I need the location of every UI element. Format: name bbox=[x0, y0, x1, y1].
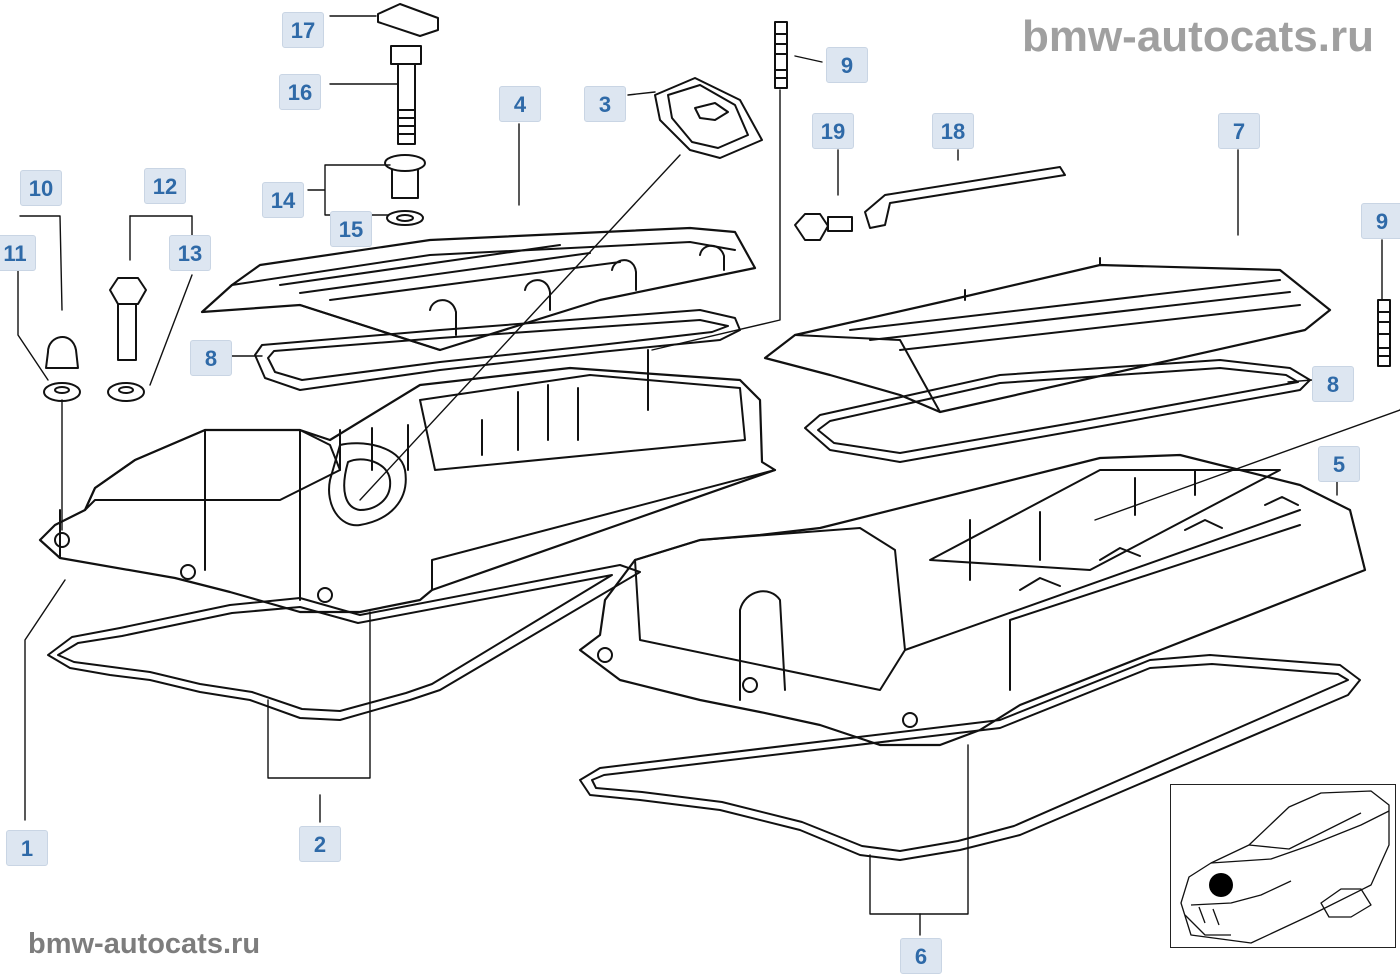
bolt-12 bbox=[107, 277, 147, 402]
right-cover-trim bbox=[763, 257, 1332, 414]
bracket-18 bbox=[864, 166, 1066, 229]
clip-17 bbox=[377, 3, 439, 37]
callout-12[interactable]: 12 bbox=[144, 168, 186, 204]
cap-nut bbox=[43, 336, 81, 402]
car-outline bbox=[1180, 790, 1390, 944]
callout-18[interactable]: 18 bbox=[932, 113, 974, 149]
callout-6[interactable]: 6 bbox=[900, 938, 942, 974]
stud-9-left bbox=[774, 21, 788, 89]
left-cover-trim bbox=[200, 226, 757, 352]
callout-15[interactable]: 15 bbox=[330, 211, 372, 247]
callout-1[interactable]: 1 bbox=[6, 830, 48, 866]
callout-8-right[interactable]: 8 bbox=[1312, 366, 1354, 402]
location-marker bbox=[1209, 873, 1233, 897]
right-lower-gasket bbox=[579, 654, 1361, 861]
callout-9-left[interactable]: 9 bbox=[826, 47, 868, 83]
callout-11[interactable]: 11 bbox=[0, 235, 36, 271]
callout-3[interactable]: 3 bbox=[584, 86, 626, 122]
car-location-inset bbox=[1170, 784, 1396, 948]
right-upper-gasket bbox=[804, 359, 1311, 463]
callout-13[interactable]: 13 bbox=[169, 235, 211, 271]
stud-9-right bbox=[1377, 299, 1391, 367]
bolt-16 bbox=[390, 45, 422, 145]
callout-10[interactable]: 10 bbox=[20, 170, 62, 206]
watermark-top: bmw-autocats.ru bbox=[1021, 12, 1374, 61]
callout-9-right[interactable]: 9 bbox=[1361, 203, 1400, 239]
callout-5[interactable]: 5 bbox=[1318, 446, 1360, 482]
oil-filler-cap bbox=[654, 77, 763, 159]
callout-14[interactable]: 14 bbox=[262, 182, 304, 218]
left-upper-gasket bbox=[254, 309, 741, 391]
callout-19[interactable]: 19 bbox=[812, 113, 854, 149]
callout-4[interactable]: 4 bbox=[499, 86, 541, 122]
callout-7[interactable]: 7 bbox=[1218, 113, 1260, 149]
left-valve-cover bbox=[38, 349, 777, 614]
bushing-14 bbox=[384, 154, 426, 226]
right-valve-cover bbox=[578, 453, 1367, 747]
left-lower-gasket bbox=[47, 564, 641, 721]
callout-16[interactable]: 16 bbox=[279, 74, 321, 110]
watermark-bottom: bmw-autocats.ru bbox=[28, 928, 261, 960]
leader-lines bbox=[17, 15, 1400, 936]
callout-8-left[interactable]: 8 bbox=[190, 340, 232, 376]
callout-17[interactable]: 17 bbox=[282, 12, 324, 48]
callout-2[interactable]: 2 bbox=[299, 826, 341, 862]
bolt-19 bbox=[794, 213, 853, 241]
